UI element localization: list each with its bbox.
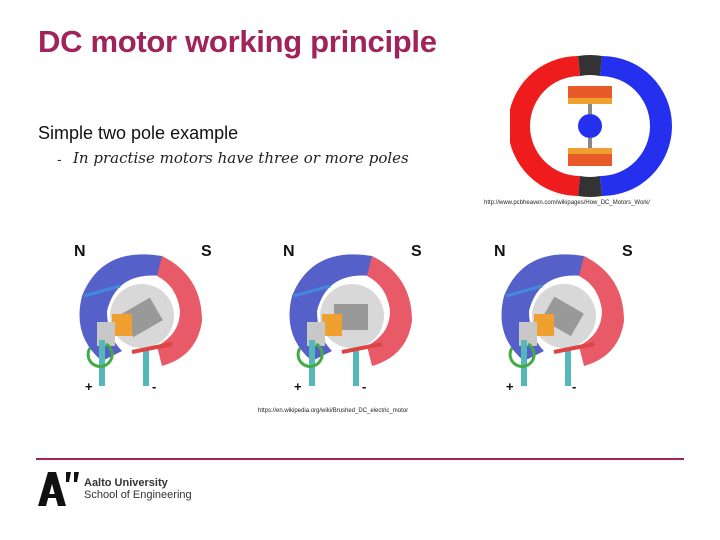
ring-motor-diagram [510,52,672,200]
motor-2-minus-label: - [362,379,366,394]
aalto-wordmark: Aalto University School of Engineering [84,477,192,501]
motor-2-south-label: S [411,243,422,261]
motor-1-minus-label: - [152,379,156,394]
motor-diagram-1 [62,236,222,396]
motor-diagram-2 [272,236,432,396]
motor-2-north-label: N [283,243,295,261]
slide-subtitle: Simple two pole example [38,123,238,144]
motor-3-south-label: S [622,243,633,261]
school-name: School of Engineering [84,489,192,501]
motor-3-minus-label: - [572,379,576,394]
motor-2-plus-label: + [294,379,302,394]
motor-1-north-label: N [74,243,86,261]
footer-divider [36,458,684,460]
motor-1-plus-label: + [85,379,93,394]
slide-title: DC motor working principle [38,24,437,60]
aalto-logo [36,468,80,508]
source-caption-bottom: https://en.wikipedia.org/wiki/Brushed_DC… [258,408,408,414]
source-caption-top: http://www.pcbheaven.com/wikipages/How_D… [484,200,650,206]
bullet-text: In practise motors have three or more po… [73,149,409,167]
motor-1-south-label: S [201,243,212,261]
university-name: Aalto University [84,477,192,489]
motor-diagram-3 [484,236,644,396]
bullet-dash: - [57,151,62,167]
motor-3-north-label: N [494,243,506,261]
motor-3-plus-label: + [506,379,514,394]
